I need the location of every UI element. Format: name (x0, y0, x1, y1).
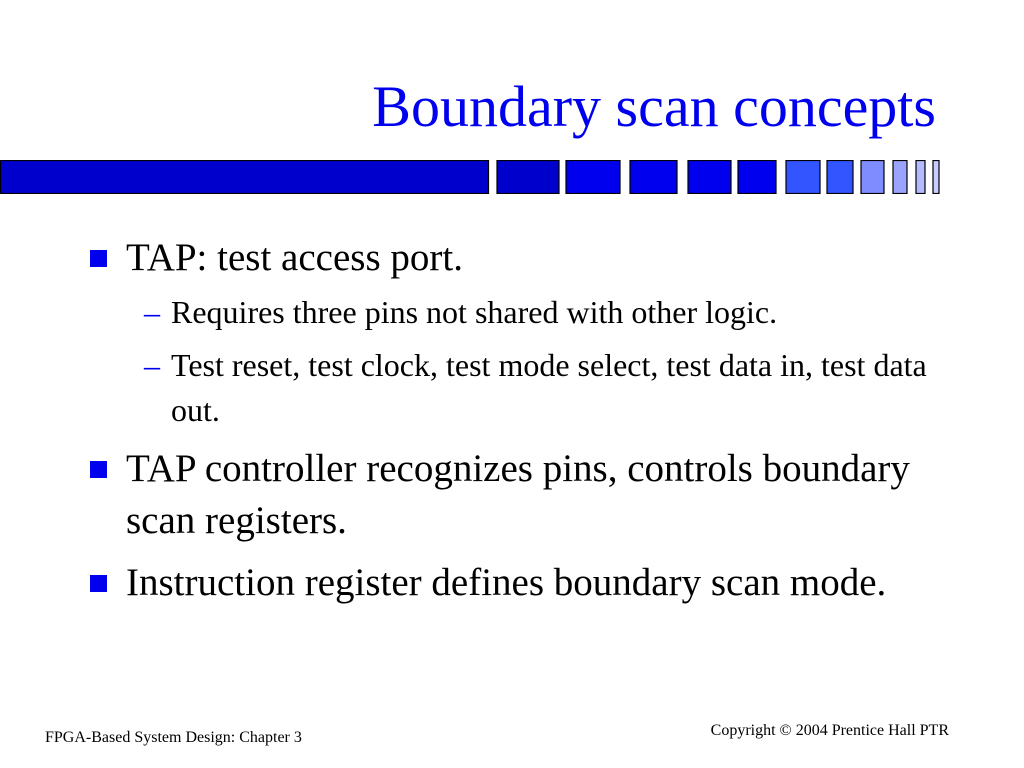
bullet-text: TAP: test access port. (126, 236, 463, 279)
bar-segment (565, 160, 621, 194)
sub-bullet-list: – Requires three pins not shared with ot… (126, 290, 940, 433)
footer-chapter: FPGA-Based System Design: Chapter 3 (45, 729, 302, 746)
sub-bullet-text: Requires three pins not shared with othe… (171, 294, 778, 330)
bullet-text: TAP controller recognizes pins, controls… (126, 447, 910, 542)
dash-bullet-icon: – (144, 347, 160, 383)
bar-segment (496, 160, 560, 194)
sub-bullet-text: Test reset, test clock, test mode select… (171, 347, 927, 428)
footer-copyright: Copyright © 2004 Prentice Hall PTR (710, 722, 949, 739)
bar-segment (629, 160, 678, 194)
bullet-text: Instruction register defines boundary sc… (126, 561, 887, 604)
bar-segment-long (0, 160, 490, 194)
bar-segment (826, 160, 854, 194)
bullet-item: Instruction register defines boundary sc… (90, 557, 940, 609)
sub-bullet-item: – Requires three pins not shared with ot… (126, 290, 940, 335)
bar-segment (892, 160, 908, 194)
square-bullet-icon (90, 250, 107, 267)
bullet-list: TAP: test access port. – Requires three … (90, 232, 940, 619)
square-bullet-icon (90, 575, 107, 592)
bar-segment (932, 160, 940, 194)
bar-segment (860, 160, 885, 194)
bar-segment (737, 160, 777, 194)
square-bullet-icon (90, 461, 107, 478)
bar-segment (687, 160, 732, 194)
title-decoration-bar (0, 160, 940, 194)
dash-bullet-icon: – (144, 294, 160, 330)
bar-segment (915, 160, 926, 194)
bar-segment (785, 160, 821, 194)
sub-bullet-item: – Test reset, test clock, test mode sele… (126, 343, 940, 433)
bullet-item: TAP: test access port. – Requires three … (90, 232, 940, 433)
slide-title: Boundary scan concepts (372, 74, 936, 139)
bullet-item: TAP controller recognizes pins, controls… (90, 443, 940, 547)
